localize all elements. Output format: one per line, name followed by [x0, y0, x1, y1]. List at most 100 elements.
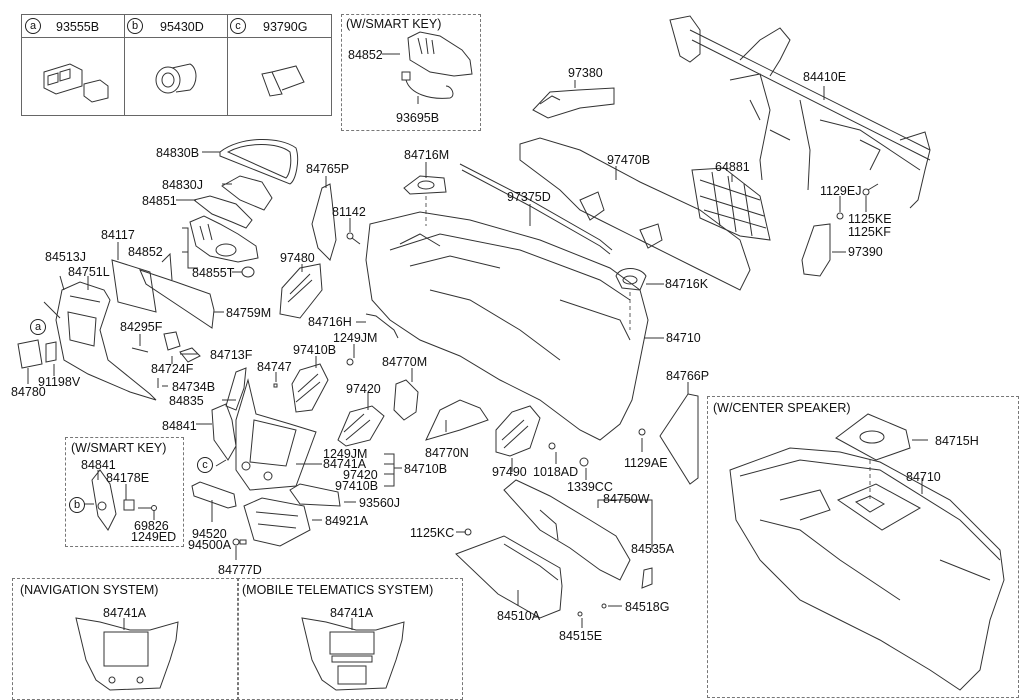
- clip-84777D-drawing: [239, 539, 247, 545]
- clip-84747-drawing: [273, 383, 278, 388]
- label-84835[interactable]: 84835: [169, 394, 204, 408]
- vent-97490-drawing: [495, 405, 541, 457]
- duct-97380-drawing: [532, 87, 615, 119]
- label-93560J[interactable]: 93560J: [359, 496, 401, 510]
- label-94500A[interactable]: 94500A: [188, 538, 232, 552]
- panel-84841-smartkey-drawing: [91, 469, 117, 531]
- label-84716H[interactable]: 84716H: [308, 315, 352, 329]
- label-84855T[interactable]: 84855T: [192, 266, 235, 280]
- label-97420-kit[interactable]: 97420: [343, 468, 378, 482]
- label-91198V[interactable]: 91198V: [38, 375, 81, 389]
- glovebox-84510A-drawing: [455, 535, 563, 619]
- label-84780[interactable]: 84780: [11, 385, 46, 399]
- screw-81142-drawing: [346, 232, 361, 245]
- bracket-94520-drawing: [191, 481, 237, 509]
- part-number-93555B[interactable]: 93555B: [56, 20, 100, 34]
- label-64881[interactable]: 64881: [715, 160, 750, 174]
- label-84777D[interactable]: 84777D: [218, 563, 262, 577]
- label-97410B-kit[interactable]: 97410B: [335, 479, 379, 493]
- label-84765P[interactable]: 84765P: [306, 162, 350, 176]
- wire-93695B-drawing: [401, 71, 454, 99]
- label-97390[interactable]: 97390: [848, 245, 883, 259]
- label-84851[interactable]: 84851: [142, 194, 177, 208]
- label-84710B[interactable]: 84710B: [404, 462, 448, 476]
- label-84518G[interactable]: 84518G: [625, 600, 670, 614]
- label-97420[interactable]: 97420: [346, 382, 381, 396]
- label-84841-smartkey[interactable]: 84841: [81, 458, 116, 472]
- label-84741A-telematics[interactable]: 84741A: [330, 606, 374, 620]
- label-1018AD[interactable]: 1018AD: [533, 465, 579, 479]
- part-number-93790G[interactable]: 93790G: [263, 20, 308, 34]
- label-84716K[interactable]: 84716K: [665, 277, 709, 291]
- label-84830J[interactable]: 84830J: [162, 178, 204, 192]
- label-84852-smartkey[interactable]: 84852: [348, 48, 383, 62]
- marker-c: c: [230, 18, 246, 34]
- label-1249JM[interactable]: 1249JM: [333, 331, 378, 345]
- label-1339CC[interactable]: 1339CC: [567, 480, 613, 494]
- center-speaker-title: (W/CENTER SPEAKER): [713, 401, 851, 415]
- label-84830B[interactable]: 84830B: [156, 146, 200, 160]
- latch-84535A-drawing: [641, 567, 653, 589]
- label-84513J[interactable]: 84513J: [45, 250, 87, 264]
- label-97490[interactable]: 97490: [492, 465, 527, 479]
- label-69826[interactable]: 69826: [134, 519, 169, 533]
- hood-84830B-drawing: [219, 139, 299, 185]
- label-97380[interactable]: 97380: [568, 66, 603, 80]
- label-84921A[interactable]: 84921A: [325, 514, 369, 528]
- button-84178E-drawing: [123, 499, 135, 511]
- label-84747[interactable]: 84747: [257, 360, 292, 374]
- side-cover-84765P-drawing: [311, 183, 337, 261]
- label-84734B[interactable]: 84734B: [172, 380, 216, 394]
- label-84295F[interactable]: 84295F: [120, 320, 163, 334]
- screw-1018AD-drawing: [548, 442, 556, 450]
- housing-84750W-drawing: [503, 479, 631, 581]
- crashpad-lower-84513J-drawing: [55, 281, 157, 401]
- label-84510A[interactable]: 84510A: [497, 609, 541, 623]
- label-84715H[interactable]: 84715H: [935, 434, 979, 448]
- label-84741A[interactable]: 84741A: [323, 457, 367, 471]
- defrost-97375D-drawing: [459, 163, 613, 255]
- label-84852[interactable]: 84852: [128, 245, 163, 259]
- label-84178E[interactable]: 84178E: [106, 471, 150, 485]
- label-97470B[interactable]: 97470B: [607, 153, 651, 167]
- label-81142[interactable]: 81142: [332, 205, 366, 219]
- part-number-95430D[interactable]: 95430D: [160, 20, 204, 34]
- start-button-95430D-drawing: [155, 63, 197, 94]
- label-97410B[interactable]: 97410B: [293, 343, 337, 357]
- label-84117[interactable]: 84117: [101, 228, 135, 242]
- label-84841[interactable]: 84841: [162, 419, 197, 433]
- panel-84841-drawing: [211, 403, 237, 461]
- label-97375D[interactable]: 97375D: [507, 190, 551, 204]
- label-97480[interactable]: 97480: [280, 251, 315, 265]
- strip-84295F-drawing: [131, 347, 149, 353]
- label-84741A-navigation[interactable]: 84741A: [103, 606, 147, 620]
- label-84770M[interactable]: 84770M: [382, 355, 428, 369]
- label-84716M[interactable]: 84716M: [404, 148, 450, 162]
- label-84515E[interactable]: 84515E: [559, 629, 603, 643]
- label-84713F[interactable]: 84713F: [210, 348, 253, 362]
- label-84759M[interactable]: 84759M: [226, 306, 272, 320]
- label-1249ED[interactable]: 1249ED: [131, 530, 177, 544]
- ring-84855T-drawing: [241, 266, 255, 278]
- label-84751L[interactable]: 84751L: [68, 265, 110, 279]
- speaker-cover-84716K-drawing: [615, 268, 647, 291]
- label-84750W[interactable]: 84750W: [603, 492, 650, 506]
- label-93695B[interactable]: 93695B: [396, 111, 440, 125]
- label-1129EJ[interactable]: 1129EJ: [820, 184, 862, 198]
- jack-93790G-drawing: [261, 65, 305, 97]
- label-1125KC[interactable]: 1125KC: [410, 526, 455, 540]
- label-84724F[interactable]: 84724F: [151, 362, 194, 376]
- label-94520[interactable]: 94520: [192, 527, 227, 541]
- label-1125KF[interactable]: 1125KF: [848, 225, 891, 239]
- label-84770N[interactable]: 84770N: [425, 446, 469, 460]
- label-84710-speaker[interactable]: 84710: [906, 470, 941, 484]
- label-1125KE[interactable]: 1125KE: [848, 212, 892, 226]
- smart-key-top-title: (W/SMART KEY): [346, 17, 442, 31]
- vent-97410B-drawing: [291, 363, 329, 413]
- label-84710[interactable]: 84710: [666, 331, 701, 345]
- label-84766P[interactable]: 84766P: [666, 369, 710, 383]
- label-84410E[interactable]: 84410E: [803, 70, 847, 84]
- label-1249JM-kit[interactable]: 1249JM: [323, 447, 368, 461]
- label-84535A[interactable]: 84535A: [631, 542, 675, 556]
- label-1129AE[interactable]: 1129AE: [624, 456, 668, 470]
